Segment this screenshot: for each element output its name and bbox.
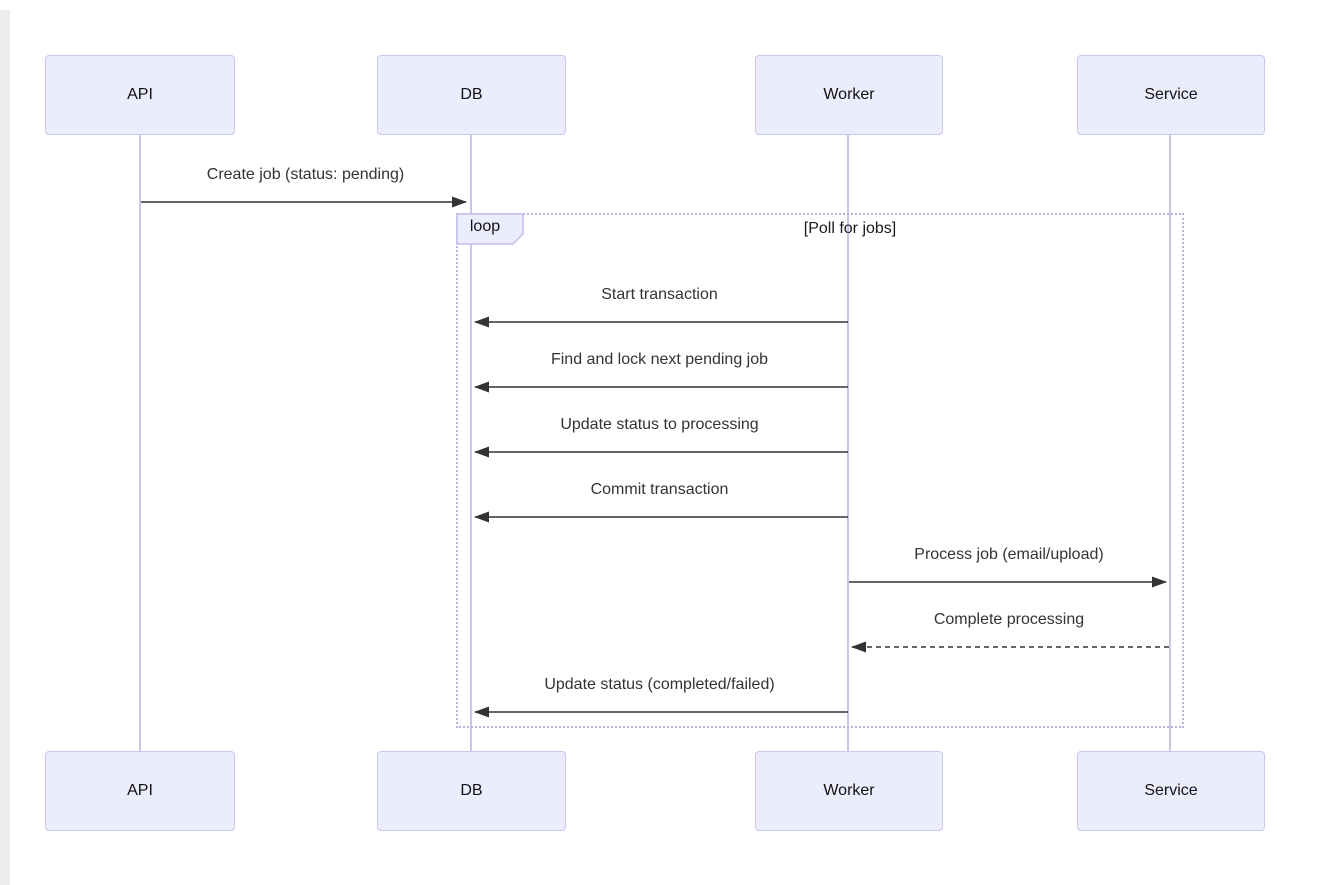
message-label-complete: Complete processing <box>933 611 1085 628</box>
actor-top-service: Service <box>1077 55 1265 135</box>
actor-bottom-worker: Worker <box>755 751 943 831</box>
loop-label: loop <box>469 218 501 235</box>
message-label-update-processing: Update status to processing <box>560 416 759 433</box>
actor-label: DB <box>460 86 483 103</box>
actor-label: DB <box>460 782 483 799</box>
lifeline-service <box>1169 135 1171 751</box>
actor-bottom-db: DB <box>377 751 566 831</box>
message-label-start-transaction: Start transaction <box>601 286 718 303</box>
message-label-process-job: Process job (email/upload) <box>914 546 1104 563</box>
actor-bottom-service: Service <box>1077 751 1265 831</box>
actor-bottom-api: API <box>45 751 235 831</box>
message-label-update-status: Update status (completed/failed) <box>544 676 775 693</box>
loop-condition: [Poll for jobs] <box>803 220 897 237</box>
actor-label: Service <box>1144 86 1198 103</box>
actor-label: API <box>127 86 153 103</box>
actor-top-api: API <box>45 55 235 135</box>
actor-label: Worker <box>823 86 875 103</box>
message-label-create-job: Create job (status: pending) <box>206 166 405 183</box>
actor-top-db: DB <box>377 55 566 135</box>
message-label-commit: Commit transaction <box>590 481 729 498</box>
lifeline-api <box>139 135 141 751</box>
actor-top-worker: Worker <box>755 55 943 135</box>
loop-label-shape <box>456 213 524 245</box>
message-label-find-lock-job: Find and lock next pending job <box>550 351 769 368</box>
actor-label: API <box>127 782 153 799</box>
loop-fragment-box <box>456 213 1184 728</box>
lifeline-worker <box>847 135 849 751</box>
page-edge-strip <box>0 10 10 885</box>
actor-label: Worker <box>823 782 875 799</box>
lifeline-db <box>470 135 472 751</box>
actor-label: Service <box>1144 782 1198 799</box>
